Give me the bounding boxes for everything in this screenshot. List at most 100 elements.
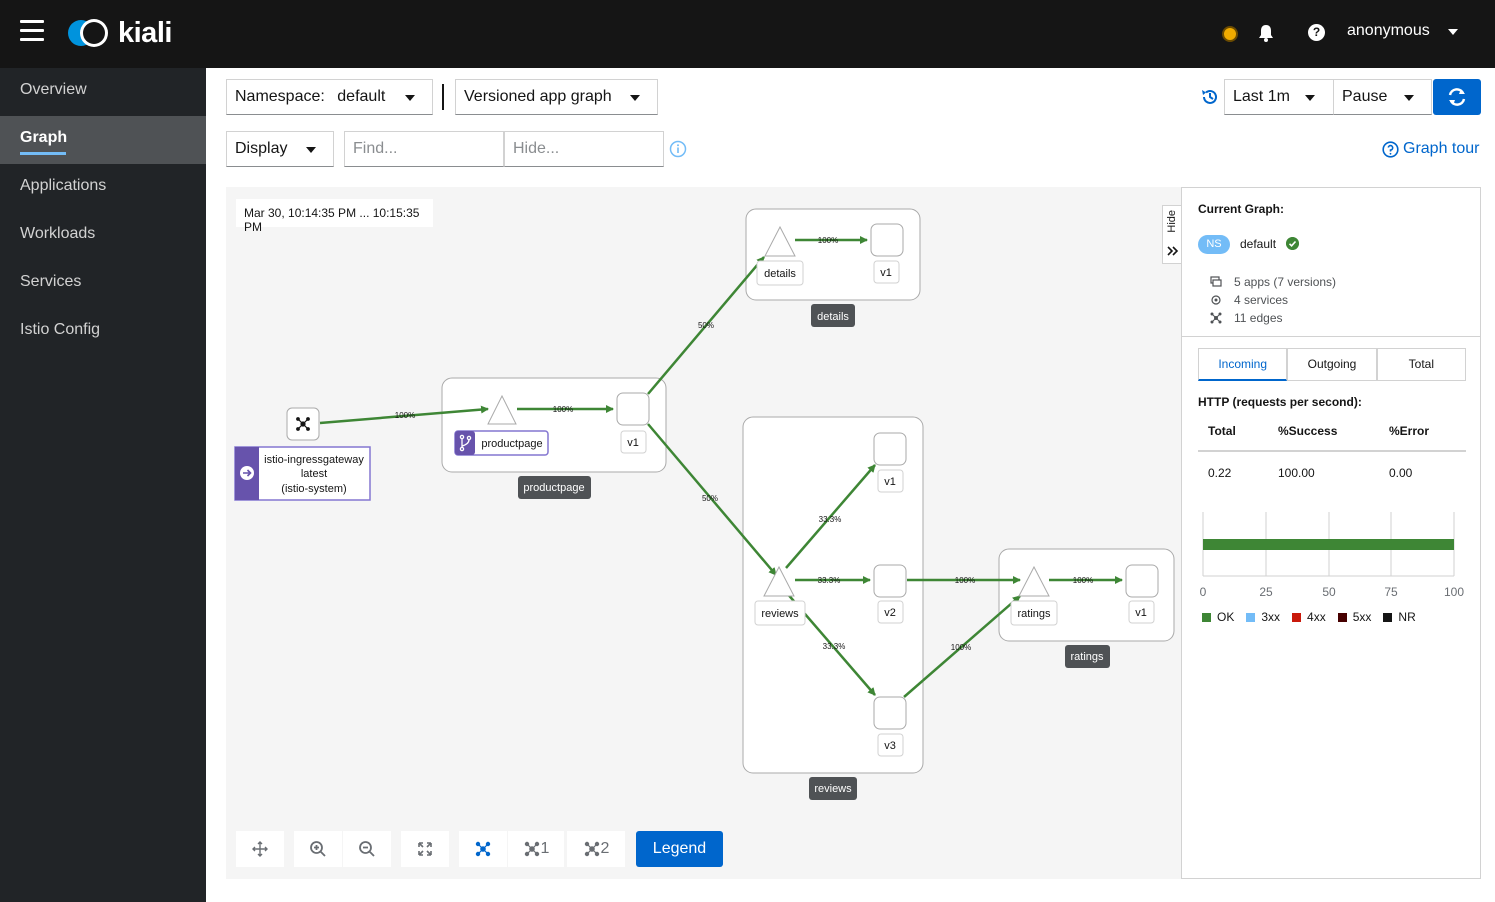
axis-tick-50: 50 <box>1322 585 1336 599</box>
ingress-label-name: istio-ingressgateway <box>264 454 364 466</box>
topology-icon <box>475 841 491 857</box>
edge-reviews-v1[interactable] <box>785 464 876 569</box>
tab-outgoing[interactable]: Outgoing <box>1287 348 1377 381</box>
node-details-v1[interactable] <box>870 223 904 257</box>
sidebar-item-istio-config[interactable]: Istio Config <box>20 321 101 338</box>
sidebar-item-overview[interactable]: Overview <box>20 81 87 98</box>
user-menu[interactable]: anonymous <box>1347 22 1430 39</box>
tab-total[interactable]: Total <box>1376 348 1466 381</box>
pan-button[interactable] <box>236 831 284 867</box>
layout-2-button[interactable]: 2 <box>567 831 625 867</box>
edge-productpage-reviews[interactable] <box>647 423 777 576</box>
bell-icon[interactable] <box>1257 24 1275 42</box>
legend-item-5xx[interactable]: 5xx <box>1337 610 1371 624</box>
sidebar-item-workloads[interactable]: Workloads <box>20 225 96 242</box>
layout-1-label: 1 <box>540 840 550 857</box>
group-label-ratings: ratings <box>1070 651 1104 663</box>
node-reviews-v1[interactable] <box>873 432 907 466</box>
node-reviews-v3[interactable] <box>873 696 907 730</box>
value-error: 0.00 <box>1389 466 1413 480</box>
menu-toggle-icon[interactable] <box>20 20 44 42</box>
summary-panel: Current Graph: NS default 5 apps (7 vers… <box>1181 187 1481 879</box>
graph-tour-link[interactable]: Graph tour <box>1382 140 1479 158</box>
graph-canvas[interactable] <box>226 187 1181 879</box>
namespace-name[interactable]: default <box>1240 237 1277 251</box>
ok-bar[interactable] <box>1203 539 1454 550</box>
node-service-productpage[interactable] <box>487 394 517 425</box>
tab-incoming[interactable]: Incoming <box>1198 348 1288 381</box>
legend-item-3xx[interactable]: 3xx <box>1246 610 1280 624</box>
topology-icon <box>524 841 539 857</box>
node-label-reviews: reviews <box>761 608 799 620</box>
panel-title: Current Graph: <box>1198 202 1285 216</box>
edge-label-v2-ratings: 100% <box>955 576 975 585</box>
graph-type-select[interactable]: Versioned app graph <box>455 79 658 115</box>
help-icon[interactable]: ? <box>1308 24 1325 41</box>
status-warning-icon[interactable] <box>1222 26 1238 42</box>
edge-label-details-v1: 100% <box>818 236 838 245</box>
applications-icon <box>1210 276 1222 287</box>
duration-select[interactable]: Last 1m <box>1224 79 1334 115</box>
edge-label-productpage-details: 50% <box>698 321 714 330</box>
legend-button[interactable]: Legend <box>636 831 723 867</box>
graph-tour-label: Graph tour <box>1403 140 1480 157</box>
edge-label-v3-ratings: 100% <box>951 643 971 652</box>
sidebar-item-applications[interactable]: Applications <box>20 177 107 194</box>
service-graph[interactable]: 100% 100% 50% 50% 100% 33.3% 33.3% 33.3%… <box>0 0 1180 880</box>
axis-tick-0: 0 <box>1200 585 1207 599</box>
chevron-down-icon <box>1404 95 1414 101</box>
zoom-in-button[interactable] <box>294 831 342 867</box>
node-label-reviews-v2: v2 <box>884 607 896 619</box>
node-productpage-v1[interactable] <box>616 392 650 426</box>
legend-item-nr[interactable]: NR <box>1383 610 1416 624</box>
nr-swatch <box>1383 612 1393 622</box>
node-service-reviews[interactable] <box>763 565 795 597</box>
kiali-logo[interactable]: kiali <box>66 16 172 50</box>
group-reviews[interactable] <box>742 416 924 774</box>
refresh-button[interactable] <box>1433 79 1481 115</box>
user-caret-icon[interactable] <box>1448 29 1458 35</box>
node-ingress[interactable]: istio-ingressgateway latest (istio-syste… <box>234 407 371 501</box>
fit-to-screen-button[interactable] <box>401 831 449 867</box>
layout-default-button[interactable] <box>459 831 507 867</box>
zoom-out-button[interactable] <box>343 831 391 867</box>
refresh-icon <box>1448 88 1466 106</box>
hide-panel-tab[interactable]: Hide <box>1162 205 1182 264</box>
question-circle-icon <box>1382 140 1399 158</box>
layout-2-label: 2 <box>600 840 610 857</box>
node-label-ratings-v1: v1 <box>1135 607 1147 619</box>
find-input[interactable]: Find... <box>344 131 504 167</box>
edges-count: 11 edges <box>1234 311 1283 325</box>
chevron-down-icon <box>405 95 415 101</box>
apps-count: 5 apps (7 versions) <box>1234 275 1337 289</box>
duration-value: Last 1m <box>1233 88 1290 105</box>
graph-type-value: Versioned app graph <box>464 88 612 105</box>
node-reviews-v2[interactable] <box>873 564 907 598</box>
refresh-interval-select[interactable]: Pause <box>1333 79 1432 115</box>
axis-tick-100: 100 <box>1444 585 1464 599</box>
4xx-swatch <box>1292 612 1302 622</box>
node-ratings-v1[interactable] <box>1125 564 1159 598</box>
edge-ingress-productpage[interactable] <box>319 405 489 425</box>
edge-v3-ratings[interactable] <box>903 595 1021 698</box>
info-icon[interactable] <box>669 140 687 158</box>
hide-input[interactable]: Hide... <box>504 131 664 167</box>
display-select[interactable]: Display <box>226 131 334 167</box>
ingress-label-version: latest <box>301 468 327 480</box>
chevron-down-icon <box>630 95 640 101</box>
node-service-details[interactable] <box>764 225 796 257</box>
history-icon[interactable] <box>1200 87 1220 107</box>
layout-1-button[interactable]: 1 <box>508 831 564 867</box>
legend-item-4xx[interactable]: 4xx <box>1292 610 1326 624</box>
edge-label-ratings-v1: 100% <box>1073 576 1093 585</box>
panel-divider <box>1182 336 1480 337</box>
edge-label-reviews-v1: 33.3% <box>819 515 842 524</box>
node-service-ratings[interactable] <box>1018 565 1050 597</box>
display-label: Display <box>235 140 288 157</box>
sidebar-item-graph[interactable]: Graph <box>0 116 206 164</box>
edge-productpage-details[interactable] <box>647 256 765 395</box>
legend-item-ok[interactable]: OK <box>1202 610 1234 624</box>
legend-label-4xx: 4xx <box>1307 610 1326 624</box>
namespace-select[interactable]: Namespace: default <box>226 79 433 115</box>
sidebar-item-services[interactable]: Services <box>20 273 82 290</box>
